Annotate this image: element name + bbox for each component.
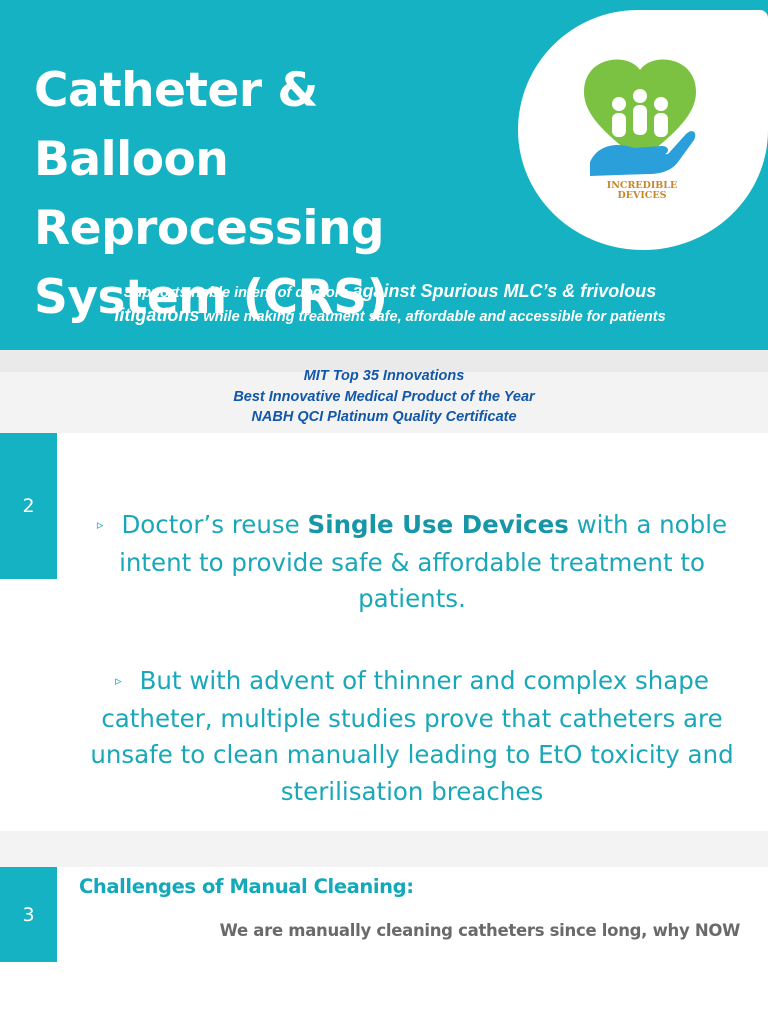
bullet-point: ▹But with advent of thinner and complex … [76,663,748,810]
bullet-text: Doctor’s reuse [121,510,308,539]
slide-title: Catheter & Balloon Reprocessing System (… [34,56,504,332]
slide-subheading: We are manually cleaning catheters since… [219,921,741,940]
tagline-part-3: & [557,281,581,301]
triangle-right-icon: ▹ [96,518,104,533]
bullet-point: ▹ Doctor’s reuse Single Use Devices with … [76,507,748,618]
title-line-3: System (CRS) [34,270,388,325]
logo-text: INCREDIBLE DEVICES [578,181,706,201]
award-item: Best Innovative Medical Product of the Y… [233,388,535,405]
title-line-2: Reprocessing [34,201,385,256]
slide-heading: Challenges of Manual Cleaning: [79,875,414,898]
tagline-part-1: Supports noble intent of doctors [123,285,353,301]
awards-band [0,350,768,372]
logo-text-line-1: INCREDIBLE [606,180,678,191]
bullet-text: But with advent of thinner and complex s… [90,666,734,806]
incredible-devices-logo-icon [584,59,696,176]
slide-number: 3 [0,867,57,962]
slide-3: 3 Challenges of Manual Cleaning: We are … [0,867,768,1024]
award-item: NABH QCI Platinum Quality Certificate [251,409,517,425]
logo-text-line-2: DEVICES [617,190,667,201]
bullet-emphasis: Single Use Devices [307,510,569,539]
title-slide: Catheter & Balloon Reprocessing System (… [0,0,768,350]
slide-number: 2 [0,433,57,579]
award-item: MIT Top 35 Innovations [303,368,465,384]
slide-2: 2 ▹ Doctor’s reuse Single Use Devices wit… [0,433,768,831]
tagline-part-5: while making treatment safe, affordable … [199,309,666,325]
tagline-part-2: against Spurious MLC’s [352,281,558,301]
awards-list: MIT Top 35 Innovations Best Innovative M… [0,366,768,428]
title-line-1: Catheter & Balloon [34,63,318,187]
triangle-right-icon: ▹ [115,674,122,689]
tagline-part-4: frivolous litigations [114,281,657,325]
bullet-text: with a noble intent to provide safe & af… [119,510,728,613]
tagline: Supports noble intent of doctors against… [80,280,700,328]
